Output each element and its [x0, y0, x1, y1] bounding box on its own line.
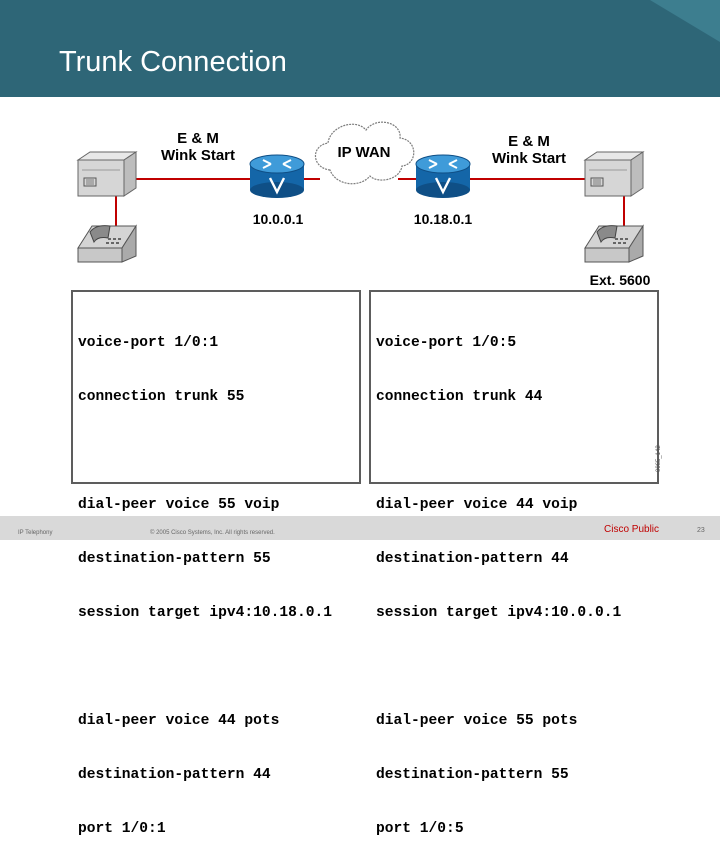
config-line: session target ipv4:10.18.0.1 [78, 605, 332, 621]
config-line: connection trunk 44 [376, 389, 543, 405]
config-line: destination-pattern 44 [376, 551, 569, 567]
config-line: voice-port 1/0:1 [78, 335, 219, 351]
network-diagram [76, 121, 645, 263]
figure-code: 0065_142 [656, 445, 662, 472]
config-line: dial-peer voice 55 voip [78, 497, 280, 513]
pbx-icon [76, 151, 138, 197]
slide-title: Trunk Connection [59, 46, 287, 78]
left-signal-label: E & M Wink Start [148, 130, 248, 164]
voice-router-icon [415, 154, 471, 198]
slide-footer [0, 516, 720, 540]
right-router-ip: 10.18.0.1 [413, 211, 473, 227]
config-box-right: voice-port 1/0:5 connection trunk 44 dia… [369, 290, 659, 837]
right-extension-label: Ext. 5600 [589, 272, 651, 288]
config-line: connection trunk 55 [78, 389, 245, 405]
config-line: destination-pattern 55 [78, 551, 271, 567]
phone-icon [584, 224, 644, 263]
config-line: destination-pattern 44 [78, 767, 271, 783]
config-line: dial-peer voice 55 pots [376, 713, 578, 729]
config-box-left: voice-port 1/0:1 connection trunk 55 dia… [71, 290, 361, 837]
left-signal-label-line-2: Wink Start [160, 147, 236, 164]
links [115, 178, 625, 232]
left-router-ip: 10.0.0.1 [252, 211, 304, 227]
cloud-icon [314, 121, 415, 185]
config-line: port 1/0:5 [376, 821, 464, 837]
config-line [376, 442, 657, 460]
right-signal-label-line-2: Wink Start [491, 150, 567, 167]
config-line: voice-port 1/0:5 [376, 335, 517, 351]
footer-copyright: © 2005 Cisco Systems, Inc. All rights re… [150, 530, 275, 536]
footer-page-number: 23 [697, 527, 705, 534]
config-line: dial-peer voice 44 voip [376, 497, 578, 513]
slide-header [0, 0, 720, 97]
config-line [78, 442, 359, 460]
config-line [376, 658, 657, 676]
right-signal-label: E & M Wink Start [479, 133, 579, 167]
header-accent [650, 0, 720, 42]
wan-label: IP WAN [337, 144, 391, 161]
config-line: port 1/0:1 [78, 821, 166, 837]
left-signal-label-line-1: E & M [177, 130, 219, 147]
pbx-icon [583, 151, 645, 197]
config-line: session target ipv4:10.0.0.1 [376, 605, 622, 621]
footer-classification: Cisco Public [604, 524, 660, 535]
footer-course: IP Telephony [18, 530, 53, 536]
right-signal-label-line-1: E & M [508, 133, 550, 150]
config-line [78, 658, 359, 676]
config-line: destination-pattern 55 [376, 767, 569, 783]
voice-router-icon [249, 154, 305, 198]
config-line: dial-peer voice 44 pots [78, 713, 280, 729]
phone-icon [77, 224, 137, 263]
